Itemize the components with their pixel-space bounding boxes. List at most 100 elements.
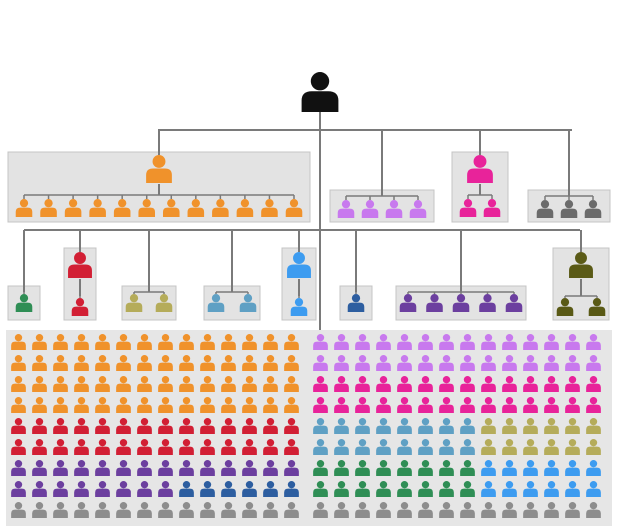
population-person-icon-left: [32, 376, 47, 392]
population-person-icon-left: [11, 355, 26, 371]
member-icon-purple: [505, 294, 523, 312]
population-person-icon-right: [460, 334, 475, 350]
population-person-icon-left: [242, 439, 257, 455]
member-icon-orange: [236, 199, 254, 217]
population-person-icon-left: [53, 376, 68, 392]
population-person-icon-right: [481, 418, 496, 434]
population-person-icon-left: [32, 502, 47, 518]
population-person-icon-right: [502, 355, 517, 371]
member-icon-lavender: [385, 200, 403, 218]
member-icon-orange: [187, 199, 205, 217]
population-person-icon-right: [586, 397, 601, 413]
population-person-icon-right: [502, 481, 517, 497]
population-person-icon-right: [565, 334, 580, 350]
population-person-icon-right: [565, 439, 580, 455]
population-person-icon-right: [460, 376, 475, 392]
population-person-icon-left: [116, 481, 131, 497]
group-head-icon-darkolive: [569, 252, 593, 278]
population-person-icon-left: [74, 439, 89, 455]
population-person-icon-right: [376, 355, 391, 371]
member-icon-olive: [125, 294, 143, 312]
population-person-icon-left: [11, 418, 26, 434]
population-person-icon-right: [586, 481, 601, 497]
population-person-icon-left: [200, 439, 215, 455]
population-person-icon-right: [397, 397, 412, 413]
population-person-icon-left: [242, 502, 257, 518]
population-person-icon-left: [242, 376, 257, 392]
population-person-icon-right: [397, 502, 412, 518]
population-person-icon-right: [460, 502, 475, 518]
population-person-icon-right: [502, 439, 517, 455]
population-person-icon-left: [263, 439, 278, 455]
population-person-icon-left: [158, 502, 173, 518]
member-icon-skyblue: [290, 298, 308, 316]
population-person-icon-right: [481, 334, 496, 350]
population-person-icon-left: [74, 460, 89, 476]
member-icon-orange: [64, 199, 82, 217]
population-person-icon-left: [137, 334, 152, 350]
population-person-icon-left: [32, 334, 47, 350]
population-person-icon-right: [313, 397, 328, 413]
member-icon-orange: [162, 199, 180, 217]
population-person-icon-right: [418, 418, 433, 434]
population-person-icon-left: [284, 502, 299, 518]
member-icon-orange: [113, 199, 131, 217]
population-person-icon-left: [95, 439, 110, 455]
population-person-icon-left: [179, 334, 194, 350]
population-person-icon-right: [481, 502, 496, 518]
population-person-icon-left: [95, 355, 110, 371]
population-person-icon-right: [439, 376, 454, 392]
population-person-icon-left: [263, 460, 278, 476]
population-person-icon-right: [502, 334, 517, 350]
population-person-icon-left: [116, 418, 131, 434]
population-person-icon-right: [439, 334, 454, 350]
member-icon-steel: [239, 294, 257, 312]
population-person-icon-left: [221, 460, 236, 476]
population-person-icon-left: [242, 334, 257, 350]
population-person-icon-left: [263, 355, 278, 371]
population-person-icon-right: [460, 355, 475, 371]
population-person-icon-right: [355, 334, 370, 350]
population-person-icon-left: [32, 397, 47, 413]
population-person-icon-right: [523, 376, 538, 392]
population-person-icon-left: [221, 397, 236, 413]
population-person-icon-left: [200, 376, 215, 392]
population-person-icon-right: [586, 376, 601, 392]
population-person-icon-right: [481, 397, 496, 413]
population-person-icon-left: [158, 439, 173, 455]
population-person-icon-right: [376, 502, 391, 518]
member-icon-orange: [40, 199, 57, 217]
member-icon-magenta: [483, 199, 501, 217]
population-person-icon-right: [418, 355, 433, 371]
population-person-icon-right: [439, 355, 454, 371]
population-person-icon-right: [502, 460, 517, 476]
population-person-icon-left: [242, 460, 257, 476]
population-person-icon-left: [116, 355, 131, 371]
population-person-icon-left: [11, 481, 26, 497]
population-person-icon-right: [544, 334, 559, 350]
population-person-icon-right: [397, 481, 412, 497]
population-person-icon-left: [11, 439, 26, 455]
population-person-icon-left: [137, 376, 152, 392]
population-person-icon-left: [158, 418, 173, 434]
population-person-icon-right: [586, 334, 601, 350]
member-icon-green: [15, 294, 33, 312]
population-person-icon-left: [74, 334, 89, 350]
population-person-icon-right: [355, 376, 370, 392]
population-person-icon-right: [523, 418, 538, 434]
population-person-icon-right: [502, 376, 517, 392]
population-person-icon-left: [179, 418, 194, 434]
population-person-icon-right: [544, 439, 559, 455]
population-person-icon-left: [284, 334, 299, 350]
population-person-icon-left: [95, 397, 110, 413]
population-person-icon-left: [11, 460, 26, 476]
population-person-icon-right: [376, 439, 391, 455]
population-person-icon-left: [284, 397, 299, 413]
population-person-icon-left: [200, 502, 215, 518]
group-head-icon-red: [68, 252, 92, 278]
population-person-icon-left: [32, 355, 47, 371]
population-person-icon-left: [158, 460, 173, 476]
population-person-icon-left: [116, 376, 131, 392]
member-icon-gray: [584, 200, 602, 218]
